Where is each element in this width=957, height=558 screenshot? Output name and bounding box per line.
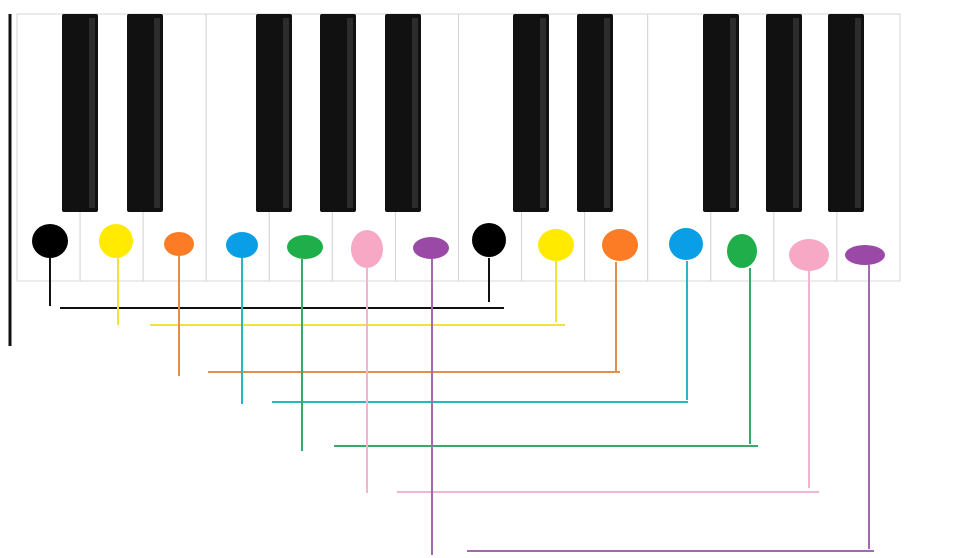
black-key-highlight: [855, 18, 861, 208]
black-key-highlight: [604, 18, 610, 208]
note-marker-e1: [164, 232, 194, 256]
black-key-highlight: [730, 18, 736, 208]
note-marker-c2: [472, 223, 506, 257]
note-marker-f2: [669, 228, 703, 260]
black-key-highlight: [154, 18, 160, 208]
black-key-highlight: [283, 18, 289, 208]
black-key-highlight: [412, 18, 418, 208]
note-marker-e2: [602, 229, 638, 261]
note-marker-a1: [351, 230, 383, 268]
note-marker-b1: [413, 237, 449, 259]
note-marker-g1: [287, 235, 323, 259]
note-marker-f1: [226, 232, 258, 258]
note-marker-d2: [538, 229, 574, 261]
note-marker-g2: [727, 234, 757, 268]
black-key-highlight: [540, 18, 546, 208]
note-marker-c1: [32, 224, 68, 258]
note-marker-b2: [845, 245, 885, 265]
note-marker-d1: [99, 224, 133, 258]
black-key-highlight: [347, 18, 353, 208]
black-key-highlight: [793, 18, 799, 208]
black-key-highlight: [89, 18, 95, 208]
note-marker-a2: [789, 239, 829, 271]
